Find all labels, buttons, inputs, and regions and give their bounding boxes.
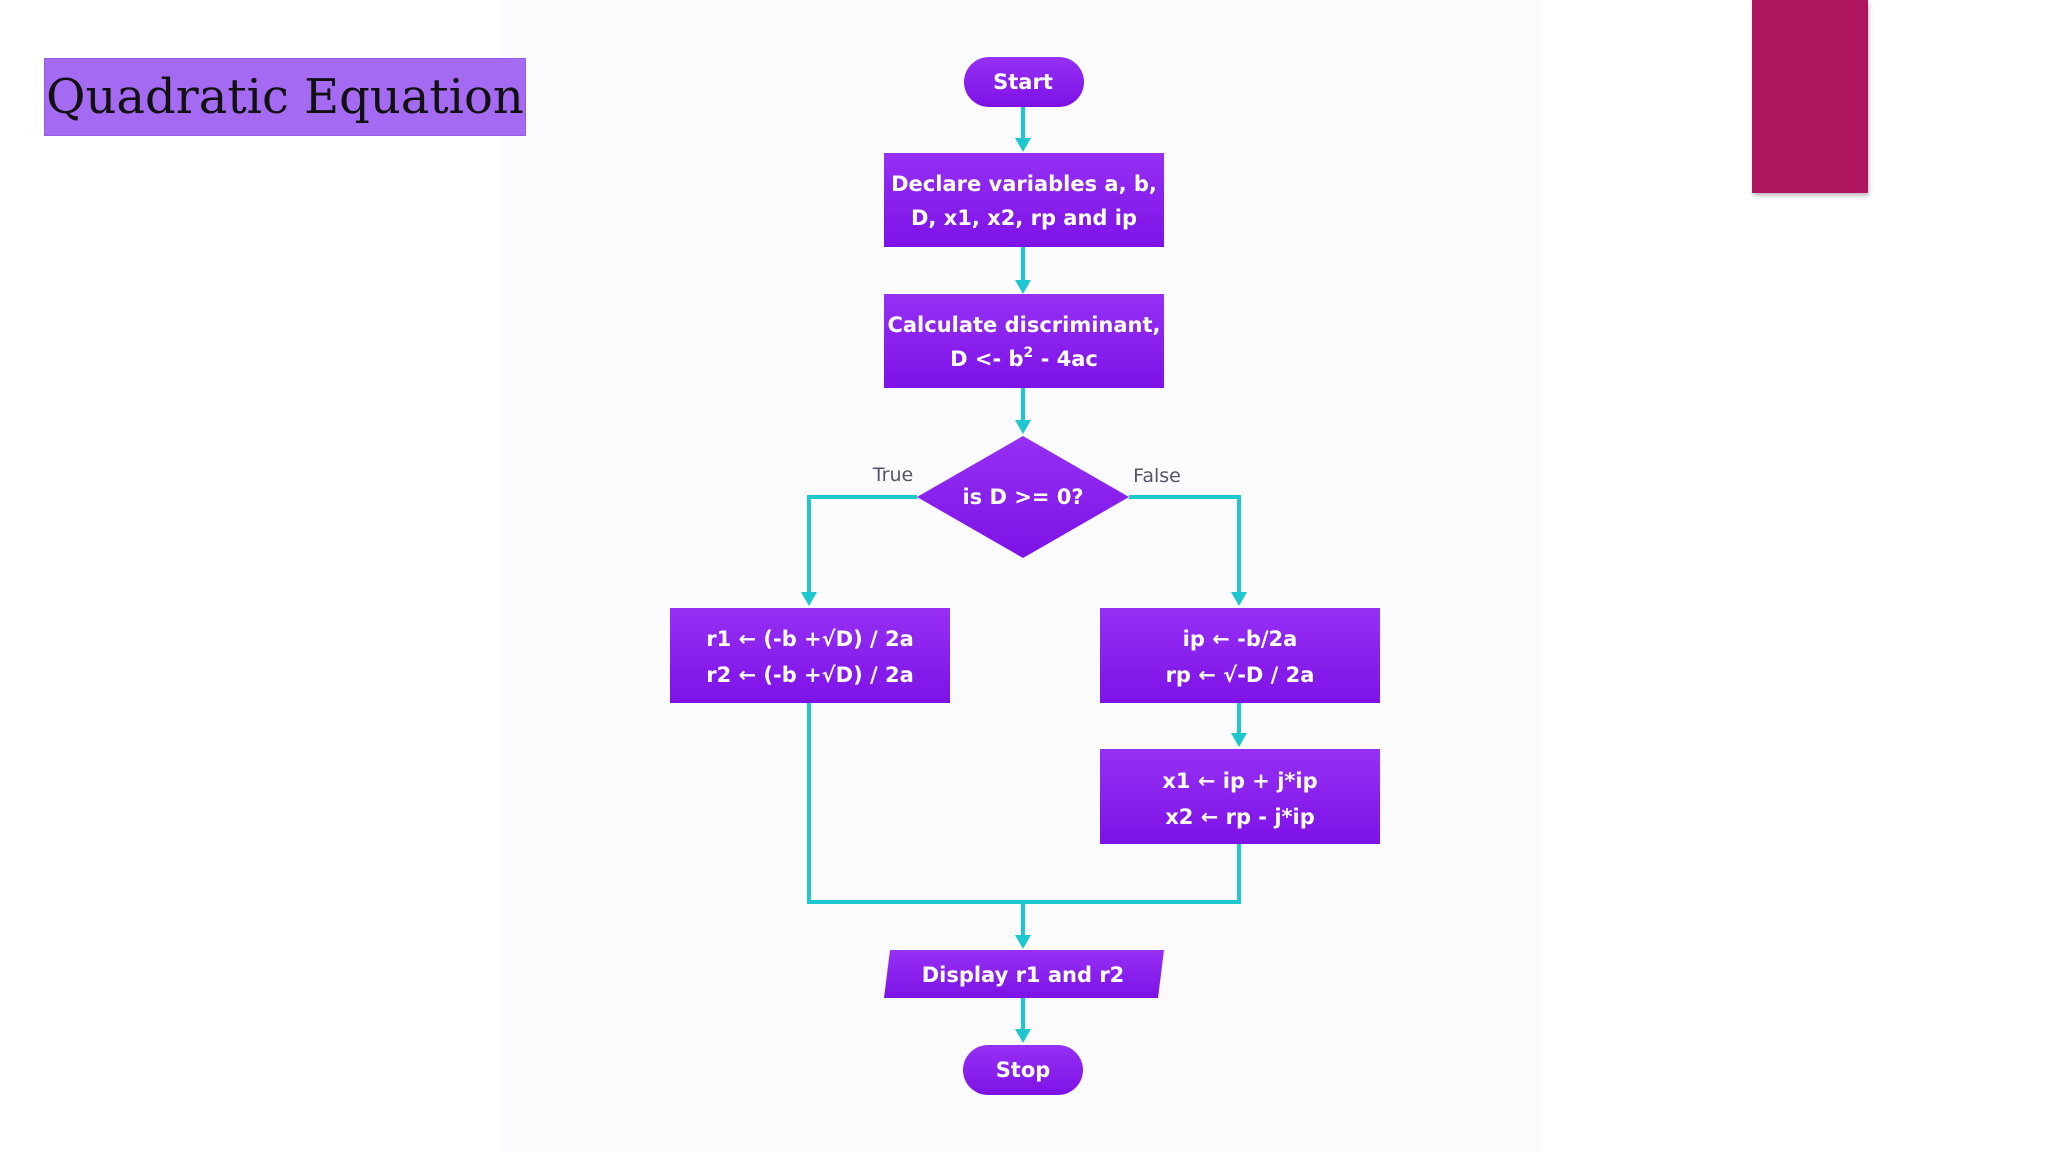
- calculate-superscript: 2: [1024, 345, 1034, 361]
- display-label: Display r1 and r2: [922, 963, 1125, 987]
- calculate-line-1: Calculate discriminant,: [887, 313, 1160, 337]
- declare-line-1: Declare variables a, b,: [891, 172, 1157, 196]
- false-label: False: [1133, 465, 1181, 487]
- arrowhead: [1015, 138, 1031, 152]
- calculate-line-2-prefix: D <- b: [950, 347, 1023, 371]
- true-label: True: [872, 464, 913, 486]
- arrowhead: [1015, 1029, 1031, 1043]
- title-box: Quadratic Equation: [44, 58, 526, 136]
- decision-node: is D >= 0?: [917, 436, 1129, 558]
- connector-true-merge: [807, 703, 1023, 904]
- decision-label: is D >= 0?: [962, 485, 1083, 509]
- arrowhead: [1015, 935, 1031, 949]
- false-branch-1-line-2: rp ← √-D / 2a: [1166, 663, 1315, 687]
- connector-false-merge: [1023, 844, 1241, 904]
- start-label: Start: [993, 70, 1053, 94]
- arrowhead: [1015, 420, 1031, 434]
- true-branch-line-2: r2 ← (-b +√D) / 2a: [706, 663, 914, 687]
- calculate-line-2: D <- b2 - 4ac: [950, 345, 1098, 371]
- false-branch-node-2: x1 ← ip + j*ip x2 ← rp - j*ip: [1100, 749, 1380, 844]
- connector-true-branch: [807, 495, 917, 594]
- display-node: Display r1 and r2: [884, 950, 1164, 998]
- false-branch-2-line-1: x1 ← ip + j*ip: [1162, 769, 1317, 793]
- connectors: [801, 107, 1247, 1043]
- connector-false-branch: [1129, 495, 1241, 594]
- true-branch-node: r1 ← (-b +√D) / 2a r2 ← (-b +√D) / 2a: [670, 608, 950, 703]
- false-branch-2-line-2: x2 ← rp - j*ip: [1165, 805, 1315, 829]
- arrowhead: [1231, 733, 1247, 747]
- calculate-line-2-suffix: - 4ac: [1033, 347, 1098, 371]
- start-node: Start: [964, 57, 1084, 107]
- calculate-node: Calculate discriminant, D <- b2 - 4ac: [884, 294, 1164, 388]
- declare-line-2: D, x1, x2, rp and ip: [911, 206, 1137, 230]
- arrowhead: [1231, 592, 1247, 606]
- stop-label: Stop: [996, 1058, 1051, 1082]
- accent-bar: [1752, 0, 1868, 193]
- true-branch-line-1: r1 ← (-b +√D) / 2a: [706, 627, 914, 651]
- stop-node: Stop: [963, 1045, 1083, 1095]
- arrowhead: [1015, 280, 1031, 294]
- false-branch-node-1: ip ← -b/2a rp ← √-D / 2a: [1100, 608, 1380, 703]
- arrowhead: [801, 592, 817, 606]
- slide-title: Quadratic Equation: [46, 69, 524, 125]
- declare-node: Declare variables a, b, D, x1, x2, rp an…: [884, 153, 1164, 247]
- false-branch-1-line-1: ip ← -b/2a: [1183, 627, 1298, 651]
